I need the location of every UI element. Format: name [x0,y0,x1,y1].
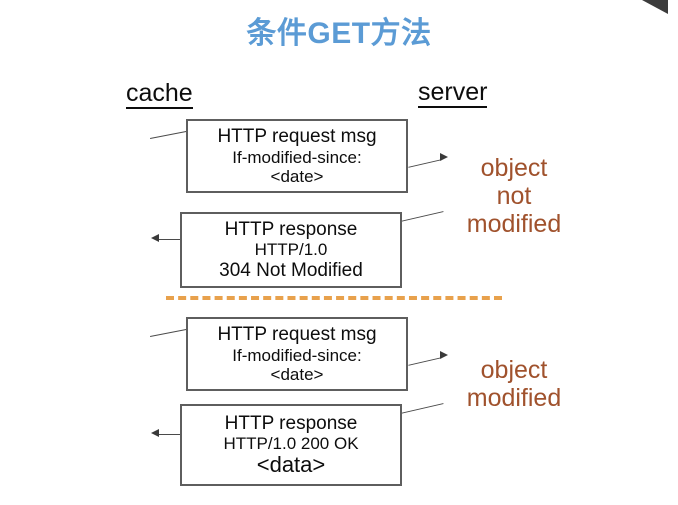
annotation-line: modified [466,210,562,238]
arrowhead-box1-to-server [440,153,448,161]
message-box-request-1: HTTP request msg If-modified-since: <dat… [186,119,408,193]
message-line: <data> [256,451,326,477]
message-line: <date> [270,364,324,384]
message-box-response-304: HTTP response HTTP/1.0 304 Not Modified [180,212,402,288]
section-divider [166,296,502,300]
message-line: HTTP response [224,412,358,434]
annotation-line: object [480,356,548,384]
column-label-server: server [418,79,488,109]
connector-box2-to-cache [158,239,182,240]
message-line: If-modified-since: [232,345,362,365]
message-line: HTTP/1.0 [254,240,328,260]
message-line: HTTP request msg [217,324,377,346]
message-line: HTTP request msg [217,126,377,148]
message-line: HTTP/1.0 200 OK [223,433,359,453]
arrowhead-box4-to-cache [151,429,159,437]
message-line: 304 Not Modified [219,259,363,281]
connector-cache-to-box3 [150,328,190,337]
message-box-response-200: HTTP response HTTP/1.0 200 OK <data> [180,404,402,486]
annotation-object-modified: object modified [434,356,594,412]
page-title: 条件GET方法 [246,17,432,50]
message-line: If-modified-since: [232,147,362,167]
annotation-line: not [496,182,532,210]
message-line: HTTP response [224,219,358,241]
corner-wedge-decoration [642,0,668,14]
annotation-object-not-modified: object not modified [434,154,594,238]
column-label-cache: cache [126,80,193,110]
arrowhead-box3-to-server [440,351,448,359]
connector-cache-to-box1 [150,130,190,139]
annotation-line: modified [466,384,562,412]
annotation-line: object [480,154,548,182]
connector-box4-to-cache [158,434,182,435]
message-box-request-2: HTTP request msg If-modified-since: <dat… [186,317,408,391]
arrowhead-box2-to-cache [151,234,159,242]
message-line: <date> [270,166,324,186]
